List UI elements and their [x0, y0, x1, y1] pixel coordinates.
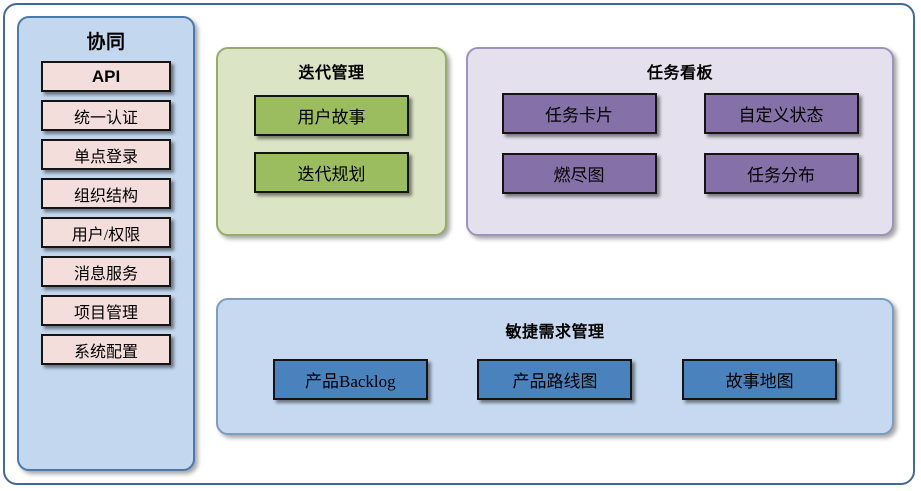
sidebar-item-label: 项目管理 — [73, 304, 138, 322]
sidebar-item-label: 组织结构 — [73, 187, 138, 205]
iteration-management-title: 迭代管理 — [298, 65, 365, 82]
iteration-item-label: 用户故事 — [297, 108, 366, 127]
agile-item-label: 产品Backlog — [305, 372, 396, 391]
task-board-item-task-card[interactable]: 任务卡片 — [501, 93, 657, 134]
sidebar-item-api[interactable]: API — [41, 61, 171, 92]
task-board-item-custom-status[interactable]: 自定义状态 — [703, 93, 859, 134]
agile-requirements-item-row: 产品Backlog 产品路线图 故事地图 — [218, 359, 892, 400]
task-board-item-burndown-chart[interactable]: 燃尽图 — [501, 153, 657, 194]
sidebar-item-single-sign-on[interactable]: 单点登录 — [41, 139, 171, 170]
agile-item-product-backlog[interactable]: 产品Backlog — [272, 359, 428, 400]
task-board-item-label: 任务卡片 — [545, 106, 613, 125]
agile-item-label: 产品路线图 — [512, 372, 598, 391]
task-board-panel[interactable]: 任务看板 任务卡片 自定义状态 燃尽图 任务分布 — [466, 47, 894, 236]
sidebar-title: 协同 — [86, 32, 126, 53]
task-board-item-label: 自定义状态 — [738, 106, 824, 125]
agile-requirements-title: 敏捷需求管理 — [505, 324, 605, 341]
sidebar-item-user-permission[interactable]: 用户/权限 — [41, 217, 171, 248]
sidebar-item-label: 消息服务 — [73, 265, 138, 283]
sidebar-item-org-structure[interactable]: 组织结构 — [41, 178, 171, 209]
sidebar-item-project-management[interactable]: 项目管理 — [41, 295, 171, 326]
iteration-item-user-story[interactable]: 用户故事 — [254, 95, 409, 136]
iteration-item-label: 迭代规划 — [297, 165, 366, 184]
sidebar-item-label: 系统配置 — [73, 343, 138, 361]
sidebar-item-label: 单点登录 — [73, 148, 138, 166]
sidebar-item-message-service[interactable]: 消息服务 — [41, 256, 171, 287]
iteration-item-sprint-planning[interactable]: 迭代规划 — [254, 152, 409, 193]
sidebar-item-list: API 统一认证 单点登录 组织结构 用户/权限 消息服务 项目管理 系统配置 — [19, 61, 193, 365]
task-board-item-grid: 任务卡片 自定义状态 燃尽图 任务分布 — [468, 93, 892, 194]
task-board-item-label: 任务分布 — [747, 166, 815, 185]
sidebar-item-label: 统一认证 — [73, 109, 138, 127]
sidebar-item-unified-auth[interactable]: 统一认证 — [41, 100, 171, 131]
agile-item-label: 故事地图 — [725, 372, 794, 391]
task-board-item-task-distribution[interactable]: 任务分布 — [703, 153, 859, 194]
task-board-title: 任务看板 — [646, 65, 713, 82]
sidebar-item-label: API — [91, 66, 121, 86]
iteration-management-panel[interactable]: 迭代管理 用户故事 迭代规划 — [216, 47, 447, 236]
agile-item-story-map[interactable]: 故事地图 — [682, 359, 838, 400]
task-board-item-label: 燃尽图 — [553, 166, 605, 185]
iteration-item-list: 用户故事 迭代规划 — [218, 95, 445, 193]
agile-item-product-roadmap[interactable]: 产品路线图 — [477, 359, 633, 400]
agile-requirements-panel[interactable]: 敏捷需求管理 产品Backlog 产品路线图 故事地图 — [216, 298, 894, 435]
sidebar-panel-collaboration[interactable]: 协同 API 统一认证 单点登录 组织结构 用户/权限 消息服务 项目管理 — [17, 16, 195, 471]
sidebar-item-label: 用户/权限 — [71, 226, 141, 244]
sidebar-item-system-config[interactable]: 系统配置 — [41, 334, 171, 365]
